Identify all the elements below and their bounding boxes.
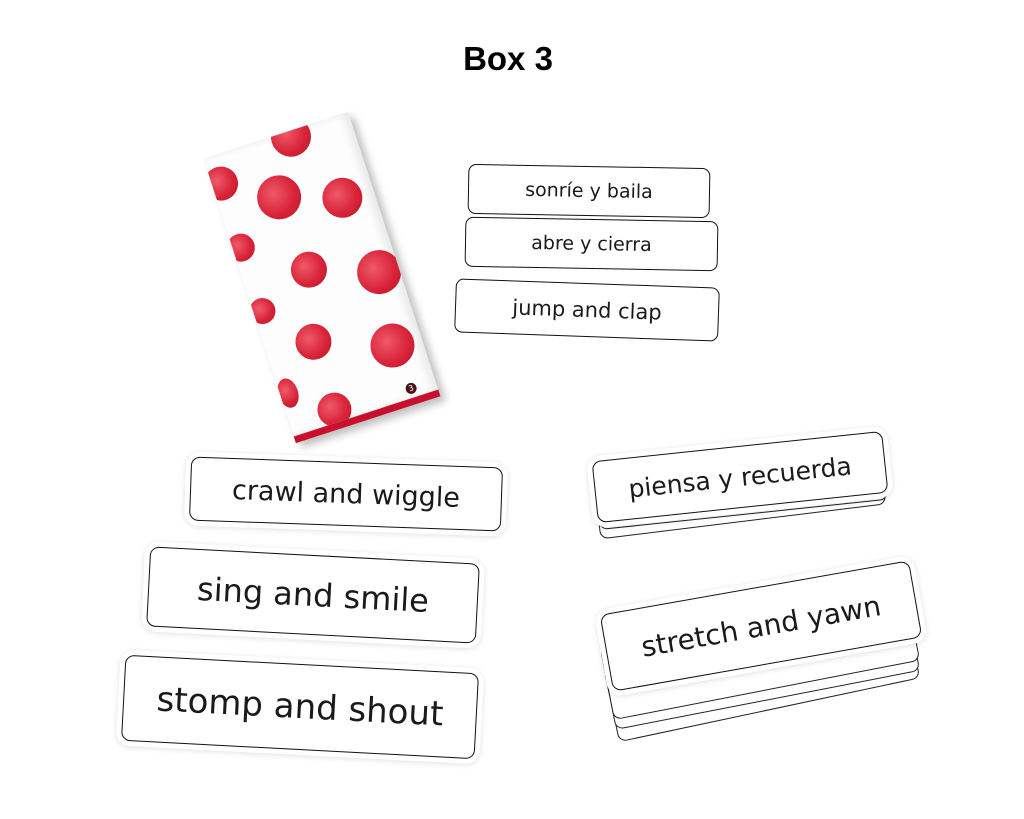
- red-dot: [313, 388, 356, 432]
- red-dot: [351, 244, 407, 300]
- card-abre-y-cierra[interactable]: abre y cierra: [464, 216, 719, 272]
- card-text: jump and clap: [511, 295, 663, 325]
- card-text: crawl and wiggle: [231, 474, 461, 514]
- polka-dot-box: 3: [203, 111, 441, 444]
- card-text: stomp and shout: [155, 679, 445, 735]
- red-dot: [290, 319, 337, 365]
- red-dot: [251, 169, 307, 226]
- red-dot: [286, 246, 332, 293]
- red-dot: [223, 229, 259, 266]
- red-dot: [364, 317, 421, 374]
- red-dot: [273, 375, 303, 411]
- card-text: sonríe y baila: [525, 178, 653, 204]
- card-jump-and-clap[interactable]: jump and clap: [454, 278, 720, 342]
- red-dot: [265, 111, 317, 162]
- card-text: piensa y recuerda: [627, 450, 853, 504]
- red-dot: [203, 162, 243, 206]
- card-text: sing and smile: [196, 569, 430, 621]
- red-dot: [317, 172, 368, 224]
- card-stomp-and-shout[interactable]: stomp and shout: [120, 654, 480, 760]
- page-title: Box 3: [463, 40, 553, 77]
- red-dot: [246, 294, 279, 328]
- card-text: abre y cierra: [531, 231, 652, 257]
- card-sing-and-smile[interactable]: sing and smile: [146, 546, 480, 644]
- card-crawl-and-wiggle[interactable]: crawl and wiggle: [188, 456, 504, 532]
- card-sonrie-y-baila[interactable]: sonríe y baila: [467, 163, 711, 219]
- box-number-badge: 3: [404, 381, 419, 396]
